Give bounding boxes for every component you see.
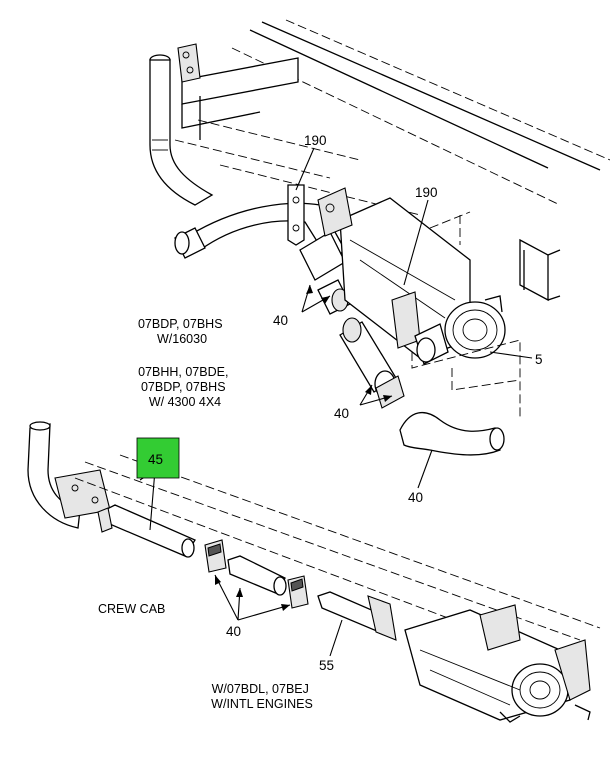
- note-line: W/16030: [157, 332, 207, 346]
- note-line: 07BDP, 07BHS: [141, 380, 226, 394]
- clamp-lower-1: [204, 539, 227, 573]
- stack-pipe-top: [149, 43, 214, 206]
- dpf-canister-lower: [404, 604, 591, 723]
- clamp-lower-2: [287, 575, 309, 609]
- note-line: W/07BDL, 07BEJ: [212, 682, 309, 696]
- callout-40-middle: 40: [334, 406, 349, 421]
- callout-45: 45: [148, 452, 163, 467]
- note-line: W/ 4300 4X4: [149, 395, 221, 409]
- callout-55: 55: [319, 658, 334, 673]
- pipe-section-lower: [227, 555, 287, 596]
- pipe-55: [317, 591, 397, 641]
- callout-40-outlet: 40: [408, 490, 423, 505]
- clamp-lower: [375, 375, 405, 409]
- pipe-45: [97, 504, 196, 558]
- stack-pipe-lower: [27, 421, 111, 529]
- note-line: 07BHH, 07BDE,: [138, 365, 228, 379]
- callout-5: 5: [535, 352, 543, 367]
- callout-40-upper: 40: [273, 313, 288, 328]
- callout-190-right: 190: [415, 185, 438, 200]
- callout-40-lower: 40: [226, 624, 241, 639]
- note-07bhh-4300: 07BHH, 07BDE, 07BDP, 07BHS W/ 4300 4X4: [138, 365, 232, 409]
- elbow-pipe-top: [174, 202, 346, 263]
- note-line: W/INTL ENGINES: [211, 697, 313, 711]
- cross-member: [174, 57, 421, 216]
- straight-pipe-upper: [299, 231, 351, 315]
- mounting-bracket-top: [411, 339, 521, 420]
- leader-arrows: [215, 285, 392, 611]
- note-intl-engines: W/07BDL, 07BEJ W/INTL ENGINES: [211, 682, 313, 711]
- note-07bdp-16030: 07BDP, 07BHS W/16030: [138, 317, 226, 346]
- highlight-box-45: [136, 437, 180, 479]
- bracket-190-left: [287, 184, 305, 246]
- note-line: 07BDP, 07BHS: [138, 317, 223, 331]
- curved-outlet-pipe: [399, 411, 505, 456]
- note-crew-cab: CREW CAB: [98, 602, 165, 616]
- dpf-canister-top: [317, 187, 506, 365]
- callout-190-left: 190: [304, 133, 327, 148]
